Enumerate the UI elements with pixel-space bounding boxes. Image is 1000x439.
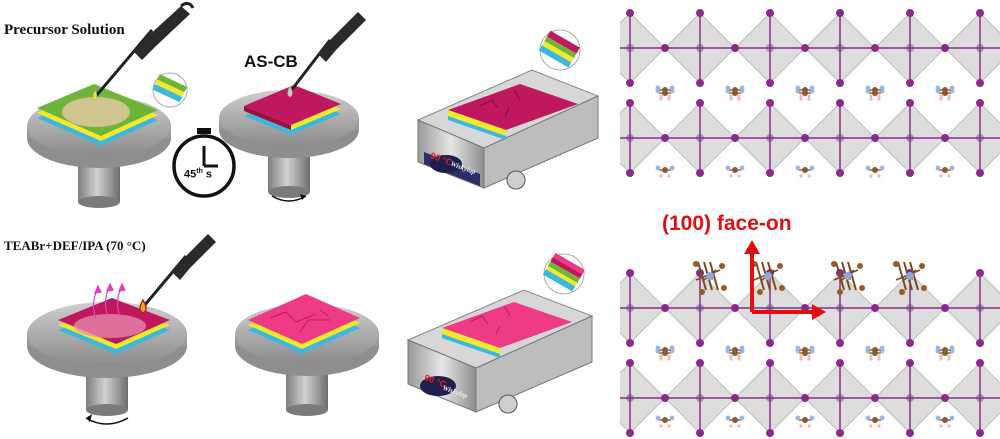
tea-nitrogen [706, 272, 714, 280]
cation-molecule [802, 347, 808, 353]
teabr-label: TEABr+DEF/IPA (70 °C) [4, 238, 146, 253]
face-on-axes [744, 240, 826, 320]
timer-unit: s [205, 168, 213, 181]
substrate-green-film [37, 84, 158, 146]
cation-molecule [942, 347, 948, 353]
hot-plate-1 [416, 69, 600, 190]
cation-molecule [802, 417, 808, 423]
pipette-icon-2 [287, 12, 366, 98]
layer-zoom-icon-2 [538, 29, 581, 71]
cation-molecule [732, 167, 738, 173]
tea-nitrogen [764, 272, 772, 280]
precursor-label: Precursor Solution [4, 22, 125, 38]
pipette-icon-3 [139, 234, 216, 314]
cation-molecule [942, 167, 948, 173]
cation-molecule [732, 347, 738, 353]
timer-value: 45 [184, 168, 197, 181]
cation-molecule [802, 87, 808, 93]
tea-nitrogen [906, 272, 914, 280]
cation-molecule [872, 347, 878, 353]
crystal-structures [620, 9, 1000, 437]
ascb-label: AS-CB [244, 52, 298, 71]
cation-molecule [872, 87, 878, 93]
cation-molecule [802, 167, 808, 173]
perovskite-lattice-3d [620, 9, 1000, 178]
timer-sup: th [196, 168, 203, 175]
layer-zoom-icon [152, 72, 188, 108]
cation-molecule [662, 167, 668, 173]
process-schematic [27, 1, 600, 425]
pipette-icon [92, 1, 195, 101]
timer-label: 45th s [184, 168, 212, 181]
layer-zoom-icon-3 [542, 252, 585, 295]
cation-molecule [662, 87, 668, 93]
cation-molecule [662, 347, 668, 353]
hot-plate-2 [406, 289, 594, 414]
vapor-arrows [92, 282, 126, 319]
cation-molecule [872, 167, 878, 173]
cation-molecule [872, 417, 878, 423]
cation-molecule [732, 87, 738, 93]
cation-molecule [942, 417, 948, 423]
cation-molecule [662, 417, 668, 423]
perovskite-lattice-2d-3d [620, 261, 1000, 437]
tea-nitrogen [844, 272, 852, 280]
substrate-textured [248, 294, 360, 354]
cation-molecule [732, 417, 738, 423]
face-on-label: (100) face-on [662, 212, 792, 235]
cation-molecule [942, 87, 948, 93]
substrate-perovskite-wet [244, 85, 341, 135]
